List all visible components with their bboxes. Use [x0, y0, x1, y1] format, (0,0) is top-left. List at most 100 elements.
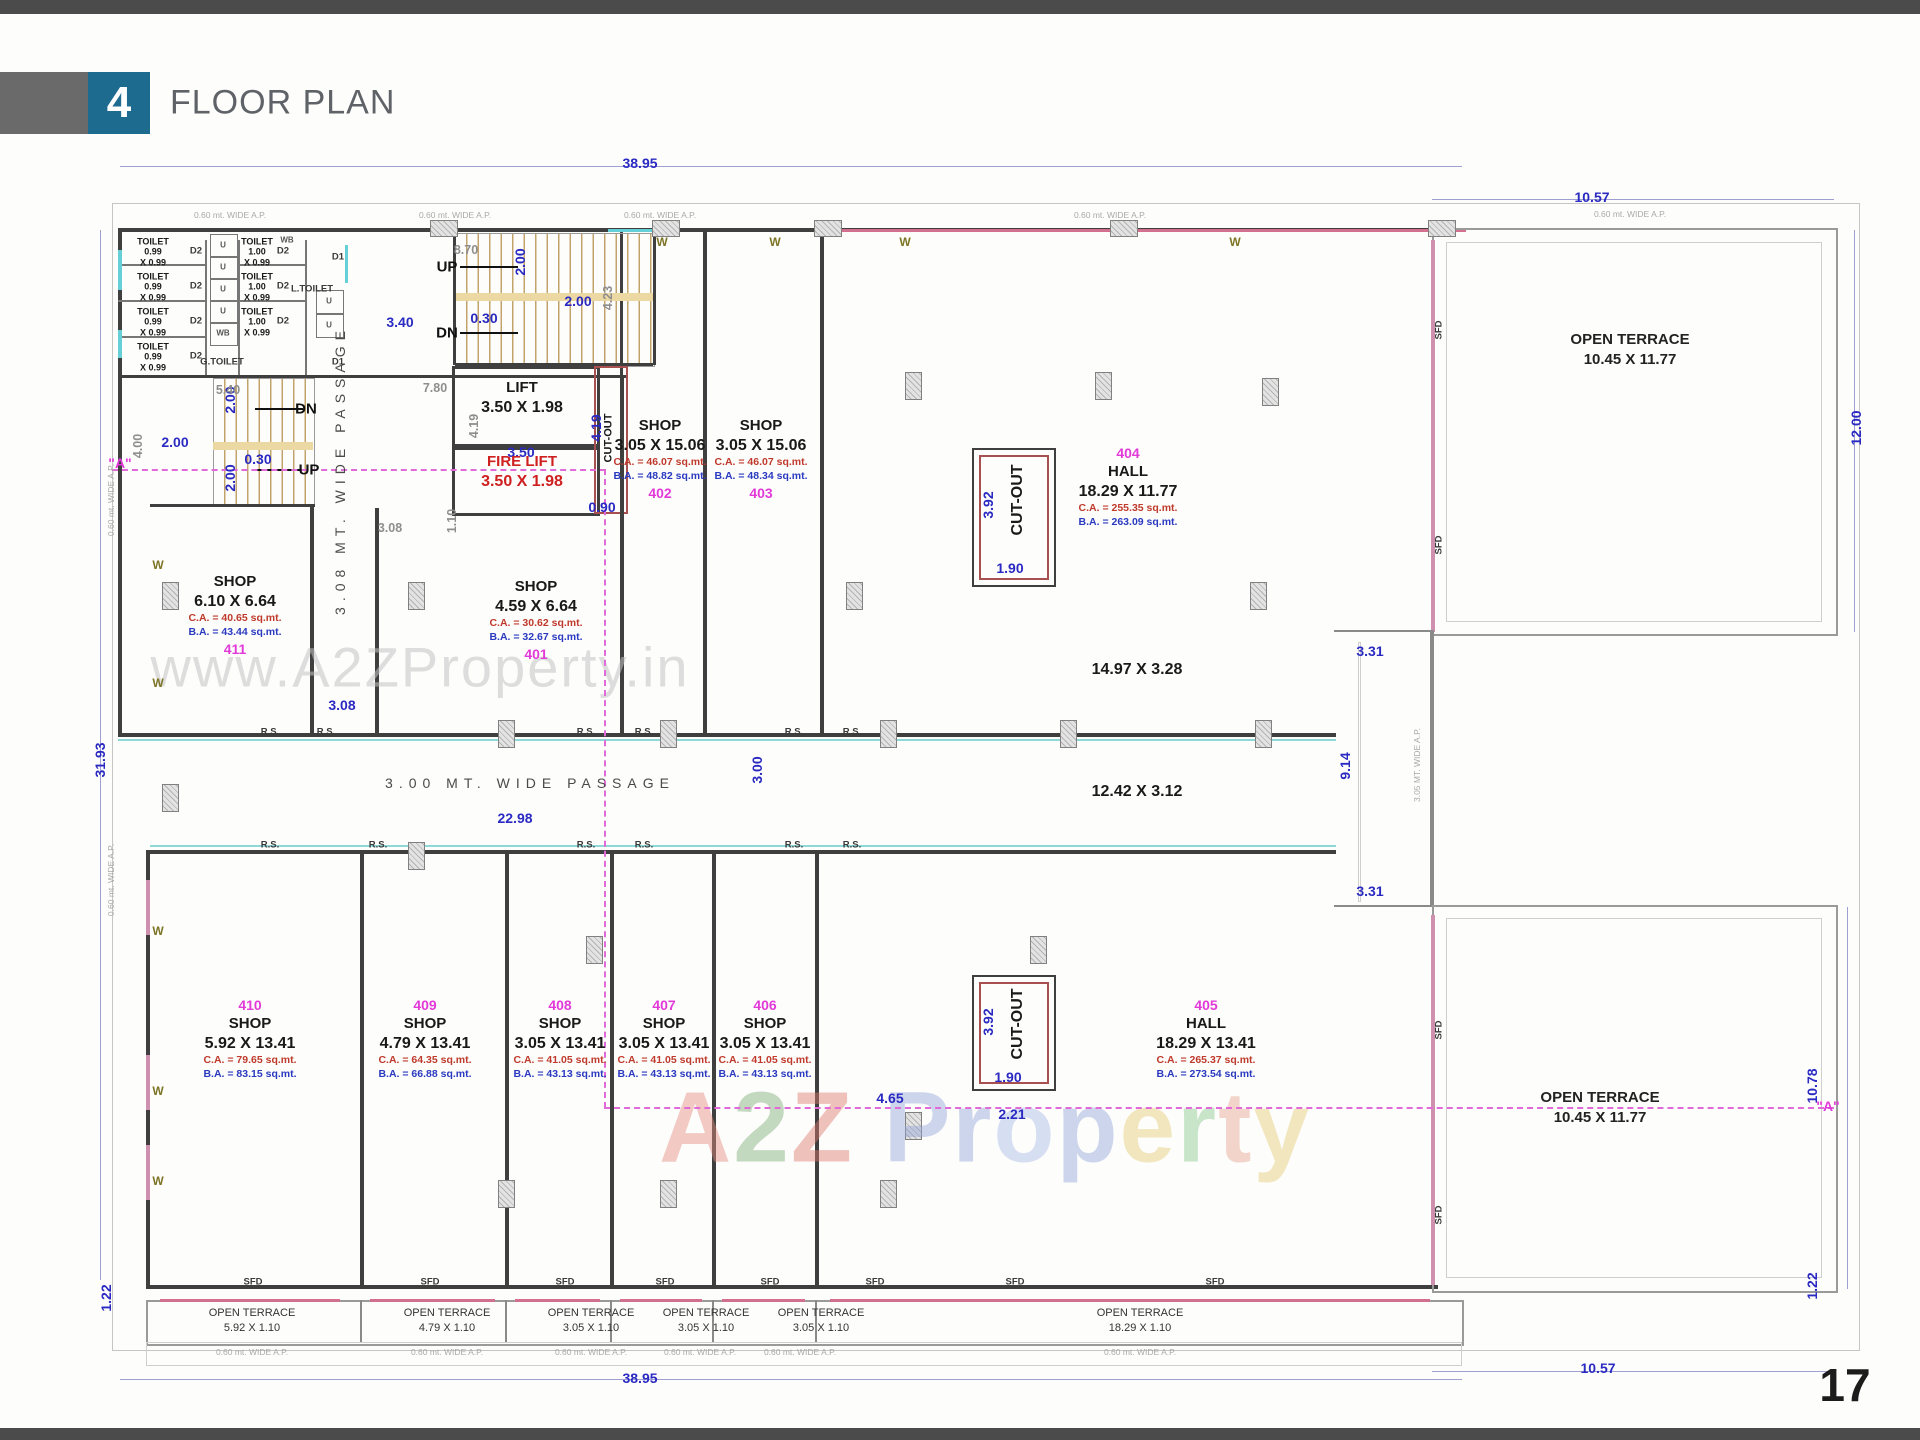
annotation-label: G.TOILET: [200, 356, 244, 368]
dimension-label: 3.40: [386, 313, 414, 330]
window-label: W: [152, 1174, 164, 1189]
annotation-label: D2: [189, 245, 203, 257]
dimension-label: 2.00: [161, 433, 189, 450]
room-number: 410: [238, 997, 262, 1013]
annotation-label: R.S.: [634, 726, 654, 738]
builtup-area: B.A. = 32.67 sq.mt.: [489, 630, 583, 643]
window-label: W: [769, 235, 781, 250]
room-name: SHOP: [739, 417, 783, 434]
dimension-label: 2.00: [564, 292, 592, 309]
wall-segment: [820, 230, 824, 737]
dimension-label: 1.10: [444, 508, 459, 534]
room-name: SHOP: [538, 1015, 582, 1033]
dimension-label: 2.00: [511, 248, 528, 276]
wall-segment: [316, 290, 344, 314]
wall-segment: [1854, 230, 1855, 632]
window-label: W: [656, 235, 668, 250]
room-dimensions: 6.10 X 6.64: [194, 592, 276, 610]
wall-segment: [118, 250, 122, 290]
wall-segment: [100, 230, 101, 1280]
room-dimensions: 4.59 X 6.64: [495, 597, 577, 615]
wall-segment: [210, 234, 238, 258]
column-marker: [408, 582, 425, 610]
annotation-label: R.S.: [784, 839, 804, 851]
page-title: FLOOR PLAN: [170, 83, 396, 122]
column-marker: [905, 1112, 922, 1140]
annotation-label: L.TOILET: [290, 283, 334, 295]
wall-segment: [515, 1299, 600, 1302]
wall-segment: [146, 1055, 150, 1110]
wall-segment: [146, 1285, 1438, 1289]
dimension-label: 7.80: [422, 380, 448, 395]
toilet-label: TOILET 1.00 X 0.99: [241, 271, 273, 303]
wall-segment: [722, 1299, 805, 1302]
wall-segment: [118, 228, 1464, 232]
annotation-label: R.S.: [260, 726, 280, 738]
wall-segment: [210, 278, 238, 302]
wall-segment: [703, 230, 707, 737]
ap-strip-label: 0.60 mt. WIDE A.P.: [418, 210, 492, 221]
room-name: SHOP: [403, 1015, 447, 1033]
wall-segment: [1334, 905, 1434, 907]
dimension-label: 3.00: [748, 756, 765, 784]
wall-segment: [205, 240, 207, 375]
wall-segment: [1431, 240, 1435, 632]
area-dimension-label: CUT-OUT: [1008, 464, 1026, 536]
wall-segment: [375, 508, 379, 737]
dimension-label: 3.92: [979, 1008, 996, 1036]
dimension-label: 0.30: [244, 450, 272, 467]
wall-segment: [118, 330, 122, 358]
dimension-label: 3.08: [328, 696, 356, 713]
wall-segment: [310, 506, 314, 737]
carpet-area: C.A. = 30.62 sq.mt.: [489, 617, 583, 630]
wall-segment: [815, 1300, 817, 1342]
annotation-label: SFD: [655, 1276, 675, 1288]
dimension-label: 31.93: [91, 742, 108, 778]
wall-segment: [146, 880, 150, 935]
dimension-label: 5.40: [215, 382, 241, 397]
room-name: SHOP: [514, 578, 558, 595]
annotation-label: SFD: [865, 1276, 885, 1288]
wall-segment: [146, 1342, 1462, 1366]
wall-segment: [238, 264, 305, 266]
column-marker: [905, 372, 922, 400]
column-marker: [1262, 378, 1279, 406]
wall-segment: [112, 203, 1860, 1351]
ap-strip-label: 0.60 mt. WIDE A.P.: [663, 1347, 737, 1358]
carpet-area: C.A. = 64.35 sq.mt.: [378, 1054, 472, 1067]
wall-segment: [712, 1300, 714, 1342]
column-marker: [880, 720, 897, 748]
wall-segment: [150, 504, 315, 507]
room-dimensions: 18.29 X 11.77: [1078, 482, 1178, 500]
room-dimensions: 3.05 X 15.06: [715, 436, 807, 454]
column-marker: [1060, 720, 1077, 748]
annotation-label: SFD: [1433, 320, 1445, 340]
room-number: 409: [413, 997, 437, 1013]
annotation-label: R.S.: [576, 839, 596, 851]
wall-segment: [1847, 907, 1848, 1289]
wall-segment: [1432, 199, 1834, 200]
carpet-area: C.A. = 265.37 sq.mt.: [1156, 1054, 1256, 1067]
area-dimension-label: 14.97 X 3.28: [1091, 660, 1183, 678]
wall-segment: [118, 300, 205, 302]
wall-segment: [972, 448, 1056, 587]
fixture-label: WB: [216, 328, 230, 338]
wall-segment: [150, 845, 1336, 847]
room-dimensions: 4.79 X 13.41: [379, 1034, 471, 1052]
wall-segment: [830, 229, 1466, 232]
builtup-area: B.A. = 83.15 sq.mt.: [203, 1068, 297, 1081]
header-accent-block: [0, 72, 88, 134]
wall-segment: [972, 975, 1056, 1091]
builtup-area: B.A. = 43.13 sq.mt.: [617, 1068, 711, 1081]
ap-strip-label: 0.60 mt. WIDE A.P.: [1593, 209, 1667, 220]
dimension-label: 2.00: [221, 464, 238, 492]
room-number: 404: [1116, 445, 1140, 461]
